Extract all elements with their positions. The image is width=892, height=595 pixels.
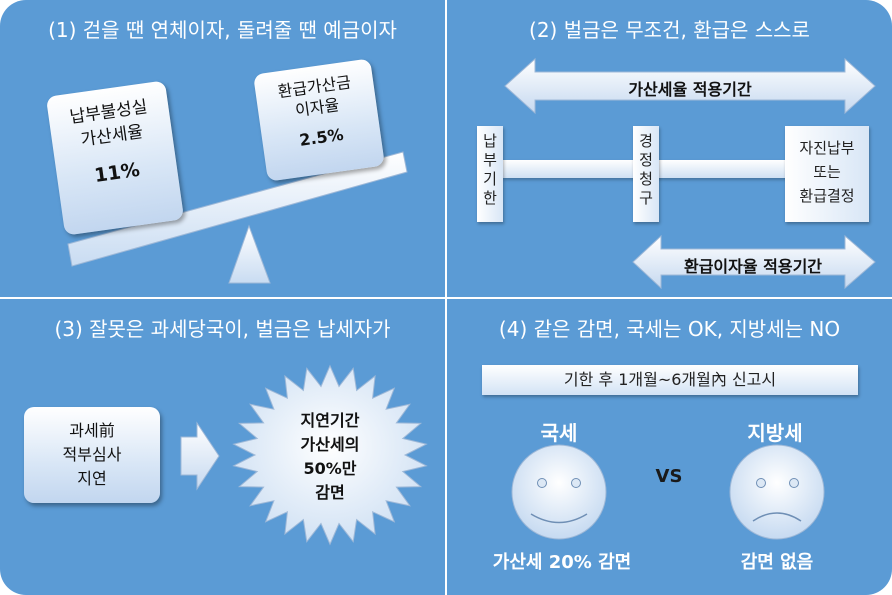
penalty-period-arrow [504, 57, 876, 115]
local-tax-label: 지방세 [747, 421, 803, 445]
panel-national-vs-local-tax: (4) 같은 감면, 국세는 OK, 지방세는 NO 기한 후 1개월~6개월內… [447, 299, 892, 595]
sad-face-icon [729, 444, 825, 540]
versus-label: VS [655, 466, 683, 487]
penalty-period-label: 가산세율 적용기간 [628, 80, 752, 99]
final-decision-box: 자진납부 또는 환급결정 [785, 126, 869, 222]
refund-interest-box: 환급가산금 이자율 2.5% [253, 58, 385, 182]
local-tax-result: 감면 없음 [740, 552, 814, 573]
panel-delay-fault: (3) 잘못은 과세당국이, 벌금은 납세자가 과세前 적부심사 지연 지연기간 [0, 299, 445, 595]
penalty-rate-box: 납부불성실 가산세율 11% [45, 80, 185, 236]
partial-reduction-burst-text: 지연기간 가산세의 50%만 감면 [300, 411, 360, 502]
panel-2-title: (2) 벌금은 무조건, 환급은 스스로 [529, 18, 810, 42]
refund-period-arrow [632, 234, 876, 290]
balance-scale [67, 151, 408, 284]
smiley-face-icon [511, 444, 607, 540]
panel-1-title: (1) 걷을 땐 연체이자, 돌려줄 땐 예금이자 [48, 18, 397, 42]
correction-claim-box: 경 정 청 구 [633, 126, 659, 222]
burst-shape [232, 364, 428, 546]
penalty-rate-value: 11% [93, 158, 142, 187]
scale-fulcrum [228, 224, 271, 284]
national-tax-result: 가산세 20% 감면 [492, 552, 632, 573]
panel-3-title: (3) 잘못은 과세당국이, 벌금은 납세자가 [54, 317, 391, 341]
panel-penalty-vs-refund-period: (2) 벌금은 무조건, 환급은 스스로 가산세율 적용기간 환급이자율 적용기… [447, 0, 892, 297]
panel-4-title: (4) 같은 감면, 국세는 OK, 지방세는 NO [498, 317, 841, 341]
right-arrow-icon [180, 364, 428, 546]
refund-period-label: 환급이자율 적용기간 [683, 257, 823, 276]
pre-assessment-review-box: 과세前 적부심사 지연 [24, 407, 160, 503]
payment-deadline-box: 납 부 기 한 [477, 126, 503, 222]
panel-penalty-vs-refund-rate: (1) 걷을 땐 연체이자, 돌려줄 땐 예금이자 납부불성실 가산세율 11%… [0, 0, 445, 297]
faces [511, 444, 825, 540]
period-arrows [504, 57, 876, 290]
national-tax-label: 국세 [540, 421, 578, 445]
late-filing-banner: 기한 후 1개월~6개월內 신고시 [482, 365, 858, 395]
refund-interest-value: 2.5% [298, 124, 345, 150]
scale-beam [67, 151, 408, 267]
